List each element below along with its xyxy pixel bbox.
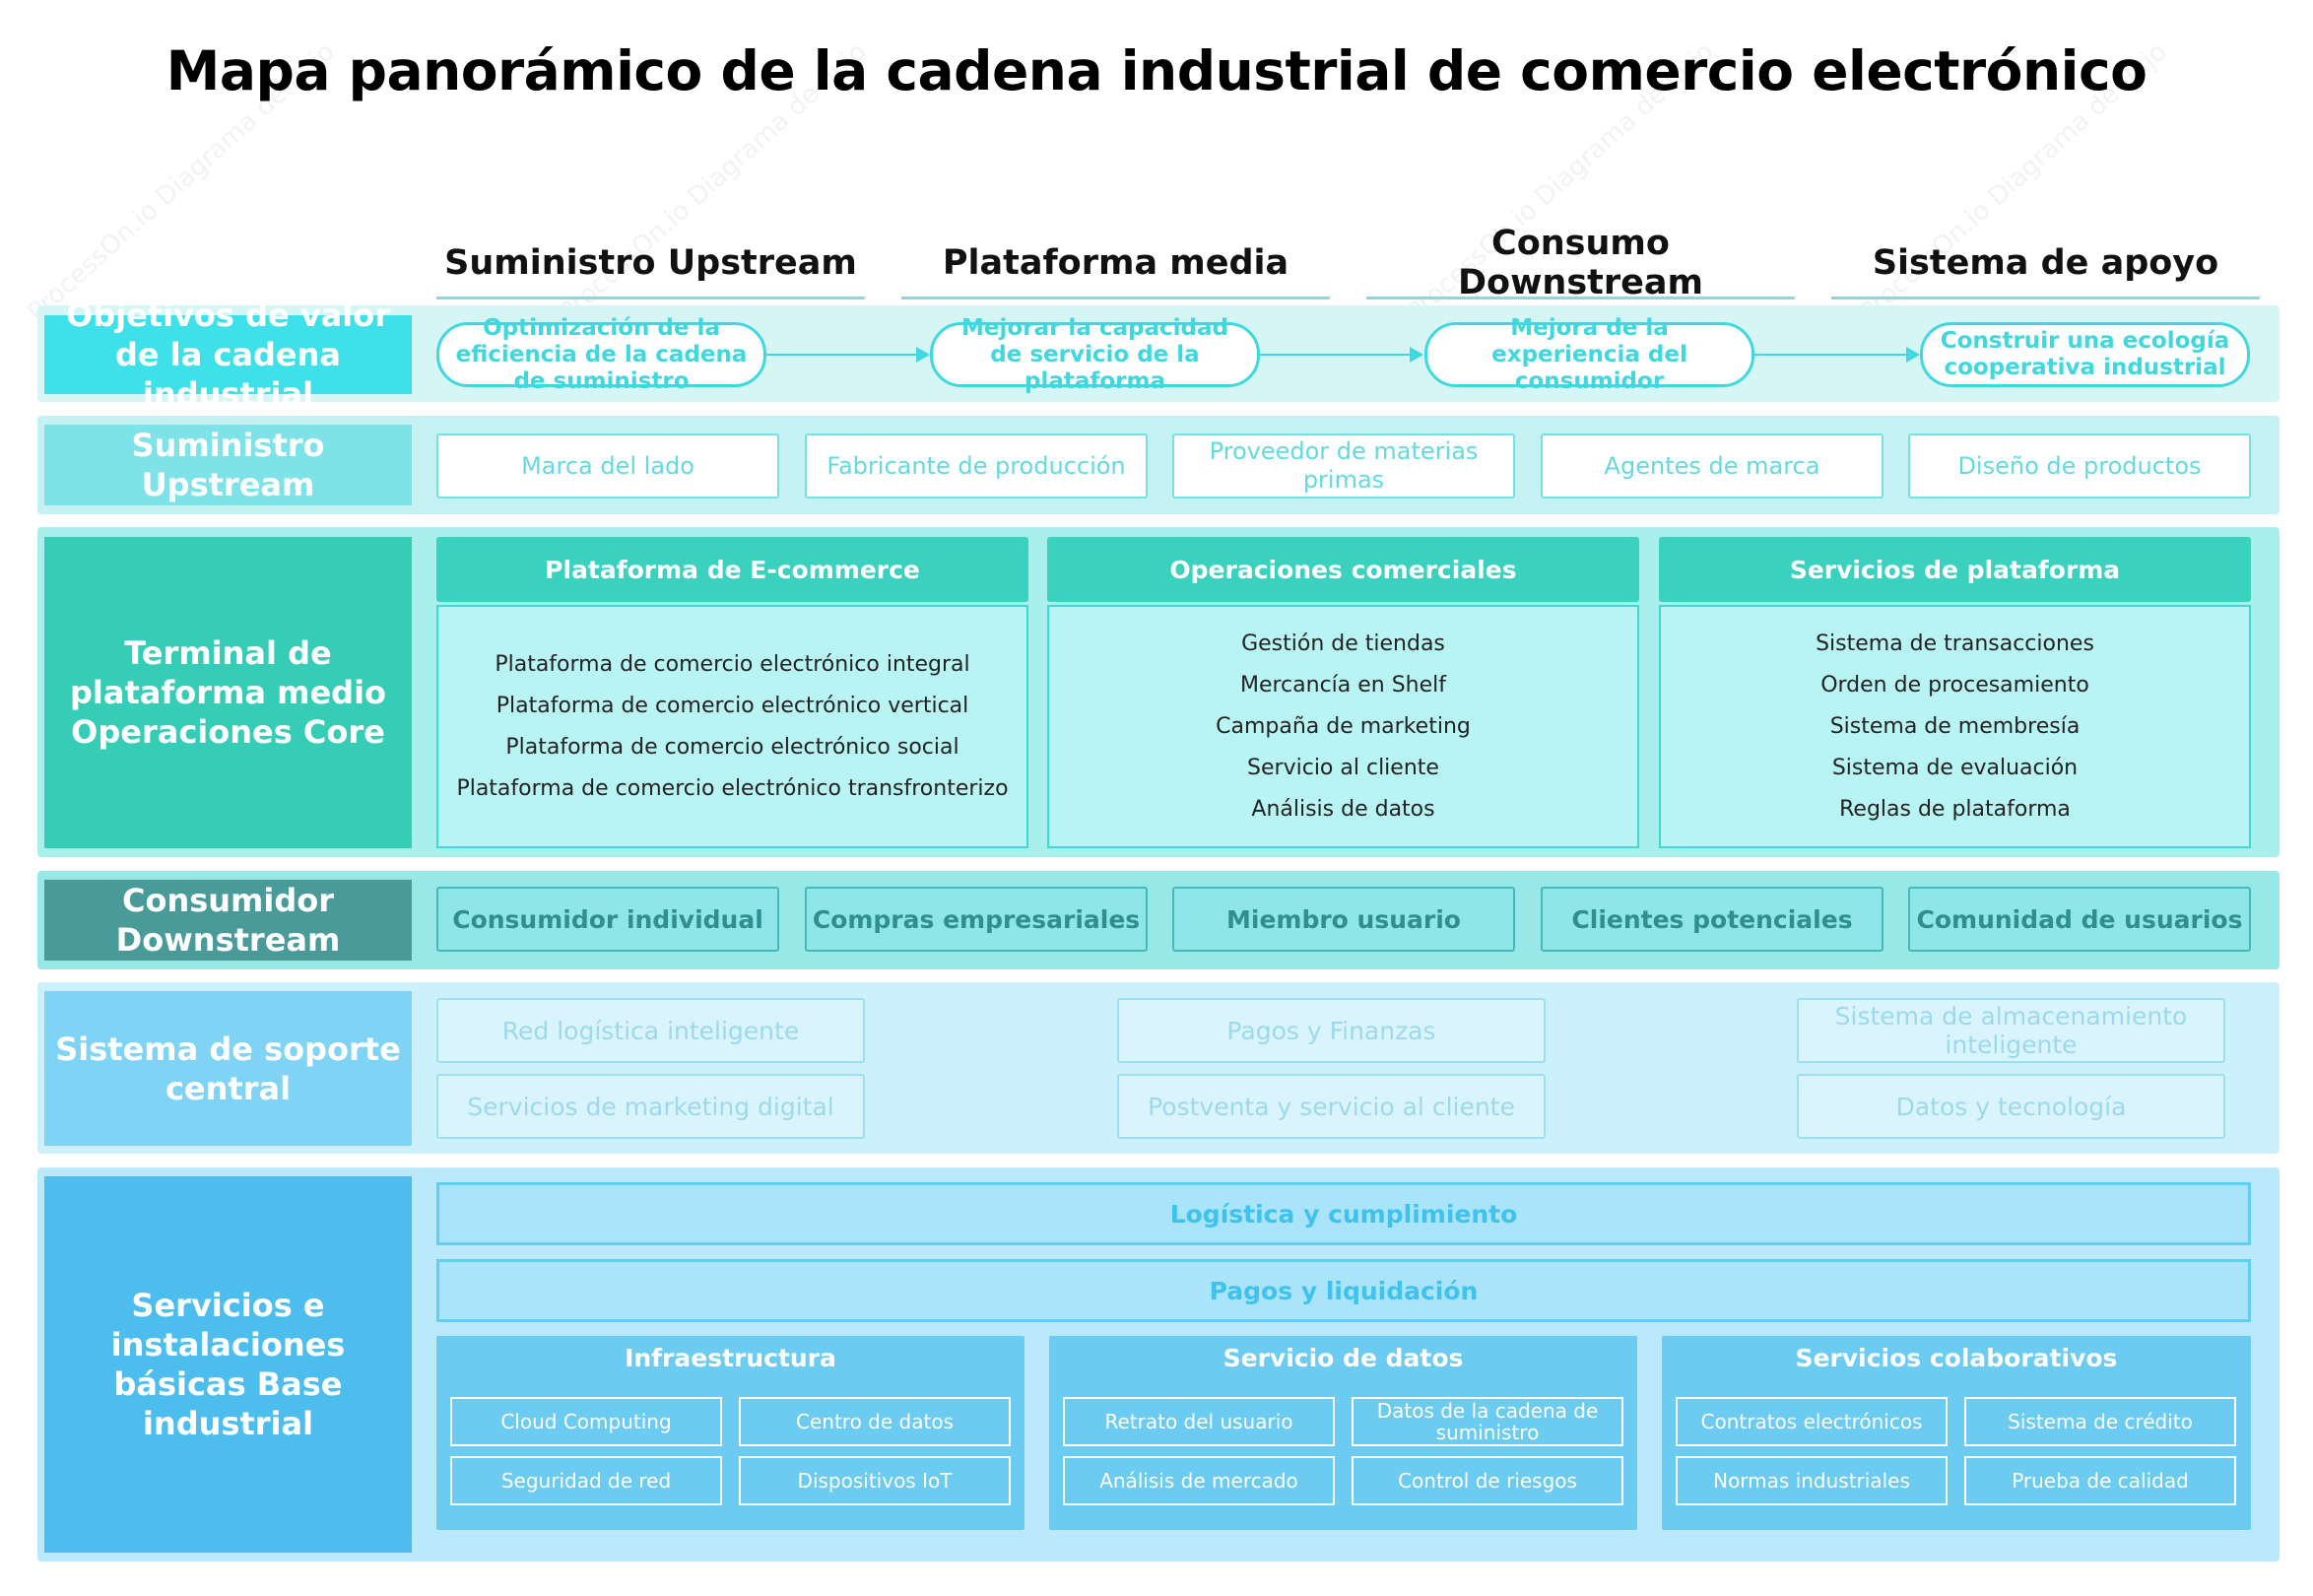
column-header-platform: Plataforma media — [901, 229, 1330, 299]
arrow-head — [916, 347, 930, 363]
list-item: Análisis de datos — [1251, 797, 1435, 822]
list-item: Sistema de membresía — [1829, 714, 2081, 739]
base-cell: Prueba de calidad — [1964, 1456, 2236, 1505]
goal-pill-consumer-experience: Mejora de la experiencia del consumidor — [1424, 315, 1754, 394]
downstream-row-label: Consumidor Downstream — [44, 880, 412, 961]
base-cell: Centro de datos — [739, 1397, 1011, 1446]
base-cell: Datos de la cadena de suministro — [1352, 1397, 1623, 1446]
list-item: Campaña de marketing — [1216, 714, 1471, 739]
base-cell: Retrato del usuario — [1063, 1397, 1335, 1446]
core-group-list: Sistema de transacciones Orden de proces… — [1659, 605, 2251, 848]
list-item: Orden de procesamiento — [1820, 673, 2089, 698]
list-item: Plataforma de comercio electrónico trans… — [456, 776, 1009, 801]
base-group-title: Servicios colaborativos — [1795, 1344, 2118, 1372]
downstream-item: Comunidad de usuarios — [1908, 887, 2251, 952]
column-header-support: Sistema de apoyo — [1831, 229, 2260, 299]
list-item: Gestión de tiendas — [1241, 632, 1445, 656]
page-title: Mapa panorámico de la cadena industrial … — [165, 39, 2148, 102]
base-cell: Control de riesgos — [1352, 1456, 1623, 1505]
list-item: Mercancía en Shelf — [1239, 673, 1447, 698]
core-group-list: Gestión de tiendas Mercancía en Shelf Ca… — [1047, 605, 1639, 848]
upstream-item: Proveedor de materias primas — [1172, 433, 1515, 499]
list-item: Reglas de plataforma — [1839, 797, 2071, 822]
support-item: Datos y tecnología — [1797, 1074, 2225, 1139]
list-item: Plataforma de comercio electrónico socia… — [505, 735, 959, 760]
base-cell: Análisis de mercado — [1063, 1456, 1335, 1505]
base-cell: Seguridad de red — [450, 1456, 722, 1505]
core-group-header: Operaciones comerciales — [1047, 537, 1639, 602]
upstream-item: Fabricante de producción — [805, 433, 1148, 499]
arrow-line — [1260, 354, 1410, 356]
list-item: Servicio al cliente — [1247, 756, 1439, 780]
base-cell: Cloud Computing — [450, 1397, 722, 1446]
downstream-item: Miembro usuario — [1172, 887, 1515, 952]
arrow-line — [766, 354, 916, 356]
column-header-downstream: Consumo Downstream — [1366, 224, 1795, 302]
support-item: Postventa y servicio al cliente — [1117, 1074, 1546, 1139]
support-item: Red logística inteligente — [436, 998, 865, 1063]
upstream-item: Marca del lado — [436, 433, 779, 499]
downstream-item: Clientes potenciales — [1541, 887, 1883, 952]
support-item: Sistema de almacenamiento inteligente — [1797, 998, 2225, 1063]
logistics-bar: Logística y cumplimiento — [436, 1182, 2251, 1245]
upstream-item: Agentes de marca — [1541, 433, 1883, 499]
upstream-item: Diseño de productos — [1908, 433, 2251, 499]
arrow-head — [1410, 347, 1423, 363]
goal-pill-ecology: Construir una ecología cooperativa indus… — [1920, 322, 2250, 387]
support-item: Pagos y Finanzas — [1117, 998, 1546, 1063]
arrow-line — [1754, 354, 1906, 356]
list-item: Sistema de transacciones — [1816, 632, 2094, 656]
value-row-label: Objetivos de valor de la cadena industri… — [44, 297, 412, 413]
column-header-upstream: Suministro Upstream — [436, 229, 865, 299]
goal-pill-platform-service: Mejorar la capacidad de servicio de la p… — [930, 315, 1260, 394]
goal-pill-supply-efficiency: Optimización de la eficiencia de la cade… — [436, 315, 766, 394]
list-item: Sistema de evaluación — [1831, 756, 2079, 780]
core-group-header: Servicios de plataforma — [1659, 537, 2251, 602]
payments-bar: Pagos y liquidación — [436, 1259, 2251, 1322]
core-group-header: Plataforma de E-commerce — [436, 537, 1028, 602]
upstream-row-label: Suministro Upstream — [44, 425, 412, 505]
downstream-item: Consumidor individual — [436, 887, 779, 952]
downstream-item: Compras empresariales — [805, 887, 1148, 952]
base-row-label: Servicios e instalaciones básicas Base i… — [44, 1176, 412, 1553]
list-item: Plataforma de comercio electrónico verti… — [496, 694, 969, 718]
base-cell: Contratos electrónicos — [1676, 1397, 1948, 1446]
support-row-label: Sistema de soporte central — [44, 991, 412, 1146]
core-group-list: Plataforma de comercio electrónico integ… — [436, 605, 1028, 848]
base-cell: Dispositivos IoT — [739, 1456, 1011, 1505]
core-row-label: Terminal de plataforma medio Operaciones… — [44, 537, 412, 848]
base-cell: Normas industriales — [1676, 1456, 1948, 1505]
base-group-title: Servicio de datos — [1223, 1344, 1464, 1372]
base-group-title: Infraestructura — [625, 1344, 836, 1372]
support-item: Servicios de marketing digital — [436, 1074, 865, 1139]
base-cell: Sistema de crédito — [1964, 1397, 2236, 1446]
arrow-head — [1906, 347, 1920, 363]
list-item: Plataforma de comercio electrónico integ… — [495, 652, 970, 677]
